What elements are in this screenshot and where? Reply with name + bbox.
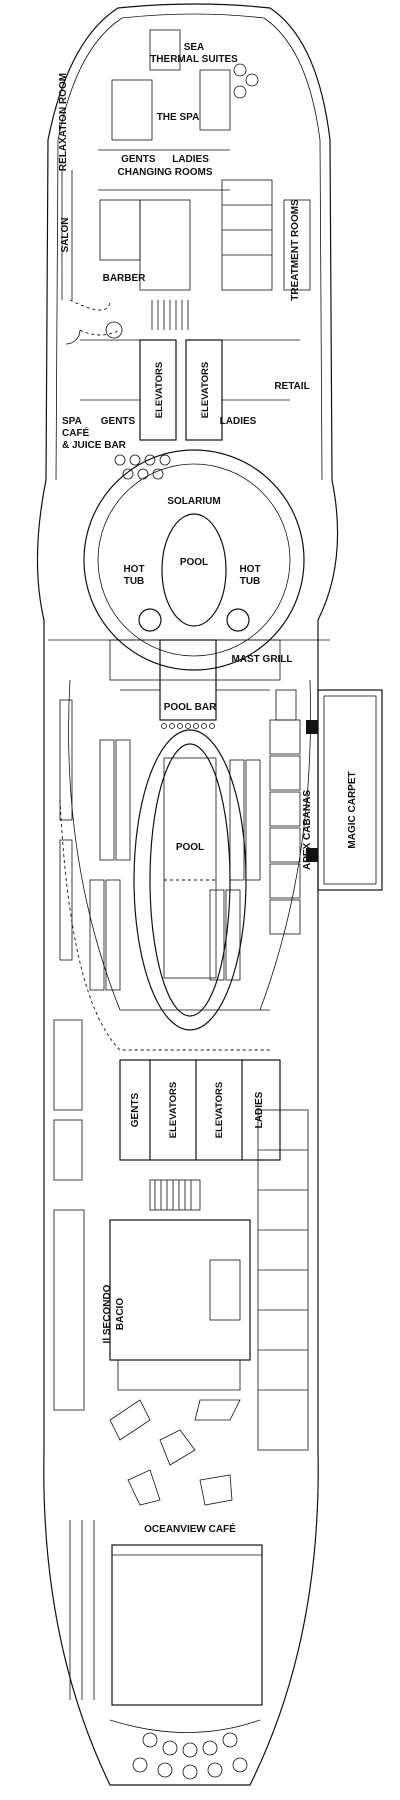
label-mast-grill: MAST GRILL bbox=[231, 654, 292, 665]
label-barber: BARBER bbox=[103, 273, 147, 284]
label-hot-right: HOT bbox=[239, 564, 260, 575]
label-bacio: BACIO bbox=[115, 1298, 126, 1330]
secondo-bacio-area bbox=[109, 1219, 251, 1391]
label-cafe: CAFÉ bbox=[62, 426, 90, 439]
label-oceanview-cafe: OCEANVIEW CAFÉ bbox=[144, 1522, 236, 1535]
label-elevators-lower-right: ELEVATORS bbox=[214, 1082, 225, 1138]
upper-corridor bbox=[80, 339, 300, 401]
spa-area bbox=[61, 29, 311, 345]
hull-outline bbox=[36, 3, 339, 1786]
label-magic-carpet: MAGIC CARPET bbox=[347, 771, 358, 848]
pool-loungers-right bbox=[209, 759, 261, 981]
label-tub-right: TUB bbox=[240, 576, 261, 587]
pool-loungers-left bbox=[59, 699, 131, 991]
spa-cafe-seating bbox=[114, 454, 171, 480]
lower-elevator-bank bbox=[119, 1059, 281, 1211]
label-treatment-rooms: TREATMENT ROOMS bbox=[290, 199, 301, 301]
magic-carpet-platform bbox=[306, 689, 383, 891]
label-elevators-lower-left: ELEVATORS bbox=[168, 1082, 179, 1138]
label-il-secondo: Il SECONDO bbox=[102, 1284, 113, 1343]
main-pool-deck bbox=[48, 639, 330, 1051]
label-spa: SPA bbox=[62, 416, 82, 427]
upper-elevator-shaft-left bbox=[139, 339, 177, 441]
apex-cabanas bbox=[269, 719, 301, 935]
label-pool-bar: POOL BAR bbox=[164, 702, 217, 713]
label-sea: SEA bbox=[184, 42, 205, 53]
label-elevators-upper-right: ELEVATORS bbox=[200, 362, 211, 418]
label-apex-cabanas: APEX CABANAS bbox=[302, 790, 313, 870]
label-ladies-upper: LADIES bbox=[220, 416, 257, 427]
label-tub-left: TUB bbox=[124, 576, 145, 587]
side-dining-seating bbox=[53, 1019, 309, 1451]
label-pool-main: POOL bbox=[176, 842, 204, 853]
label-the-spa: THE SPA bbox=[157, 112, 200, 123]
label-ladies-lower: LADIES bbox=[254, 1091, 265, 1128]
label-retail: RETAIL bbox=[274, 381, 309, 392]
upper-elevator-shaft-right bbox=[185, 339, 223, 441]
hull-inner-line bbox=[55, 13, 323, 481]
label-gents-lower: GENTS bbox=[130, 1092, 141, 1127]
oceanview-cafe-area bbox=[69, 1399, 263, 1780]
label-changing-rooms: CHANGING ROOMS bbox=[118, 167, 213, 178]
label-hot-left: HOT bbox=[123, 564, 144, 575]
label-gents-upper: GENTS bbox=[101, 416, 136, 427]
label-elevators-upper-left: ELEVATORS bbox=[154, 362, 165, 418]
pool-bar-stools bbox=[161, 723, 215, 729]
label-thermal-suites: THERMAL SUITES bbox=[150, 54, 238, 65]
label-juice-bar: & JUICE BAR bbox=[62, 440, 127, 451]
label-relaxation-room: RELAXATION ROOM bbox=[58, 73, 69, 171]
label-gents-ladies: GENTS LADIES bbox=[121, 154, 209, 165]
label-solarium: SOLARIUM bbox=[167, 496, 220, 507]
label-pool-solarium: POOL bbox=[180, 557, 208, 568]
label-salon: SALON bbox=[60, 218, 71, 253]
